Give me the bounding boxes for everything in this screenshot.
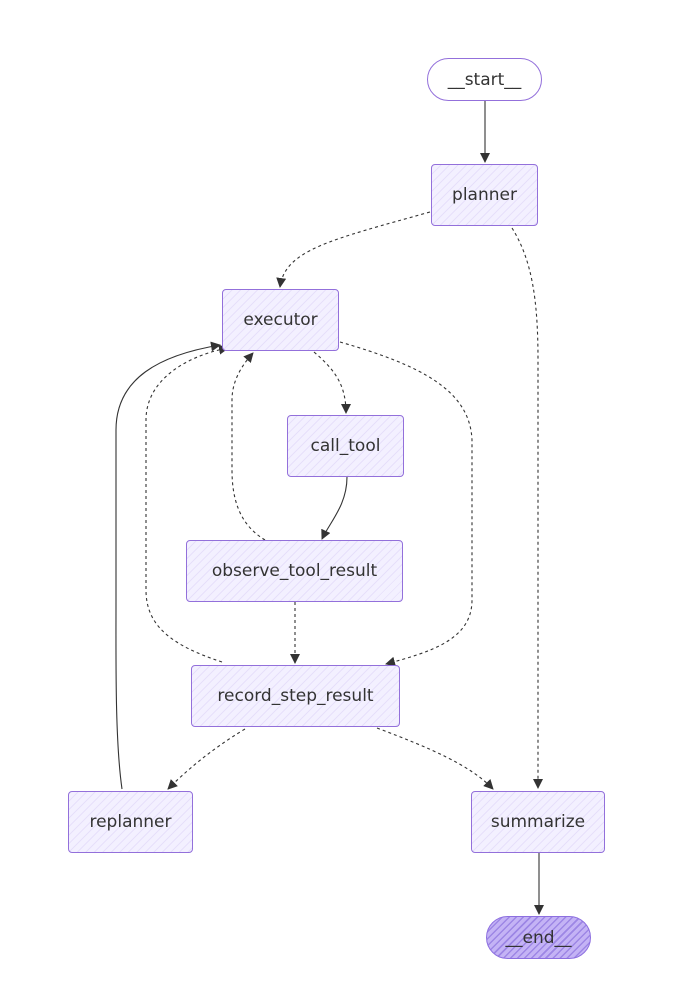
edge-replanner-to-executor — [115, 341, 221, 790]
edge-executor-to-call-tool — [313, 351, 351, 414]
edge-call-tool-to-observe-tool-result — [321, 476, 348, 540]
record-step-result-node: record_step_result — [191, 665, 400, 727]
edge-observe-tool-result-to-executor — [231, 352, 266, 541]
edge-record-step-result-to-executor — [145, 344, 229, 663]
start-node: __start__ — [427, 58, 542, 101]
planner-node: planner — [431, 164, 538, 226]
observe-tool-result-node: observe_tool_result — [186, 540, 403, 602]
edge-record-step-result-to-replanner — [167, 728, 246, 790]
replanner-node: replanner — [68, 791, 193, 853]
executor-node: executor — [222, 289, 339, 351]
summarize-node: summarize — [471, 791, 605, 853]
edge-record-step-result-to-summarize — [376, 727, 494, 790]
call-tool-node: call_tool — [287, 415, 404, 477]
end-node: __end__ — [486, 916, 591, 959]
edge-planner-to-executor — [276, 211, 431, 288]
edge-executor-to-record-step-result — [339, 341, 473, 667]
edge-planner-to-summarize — [511, 227, 543, 789]
